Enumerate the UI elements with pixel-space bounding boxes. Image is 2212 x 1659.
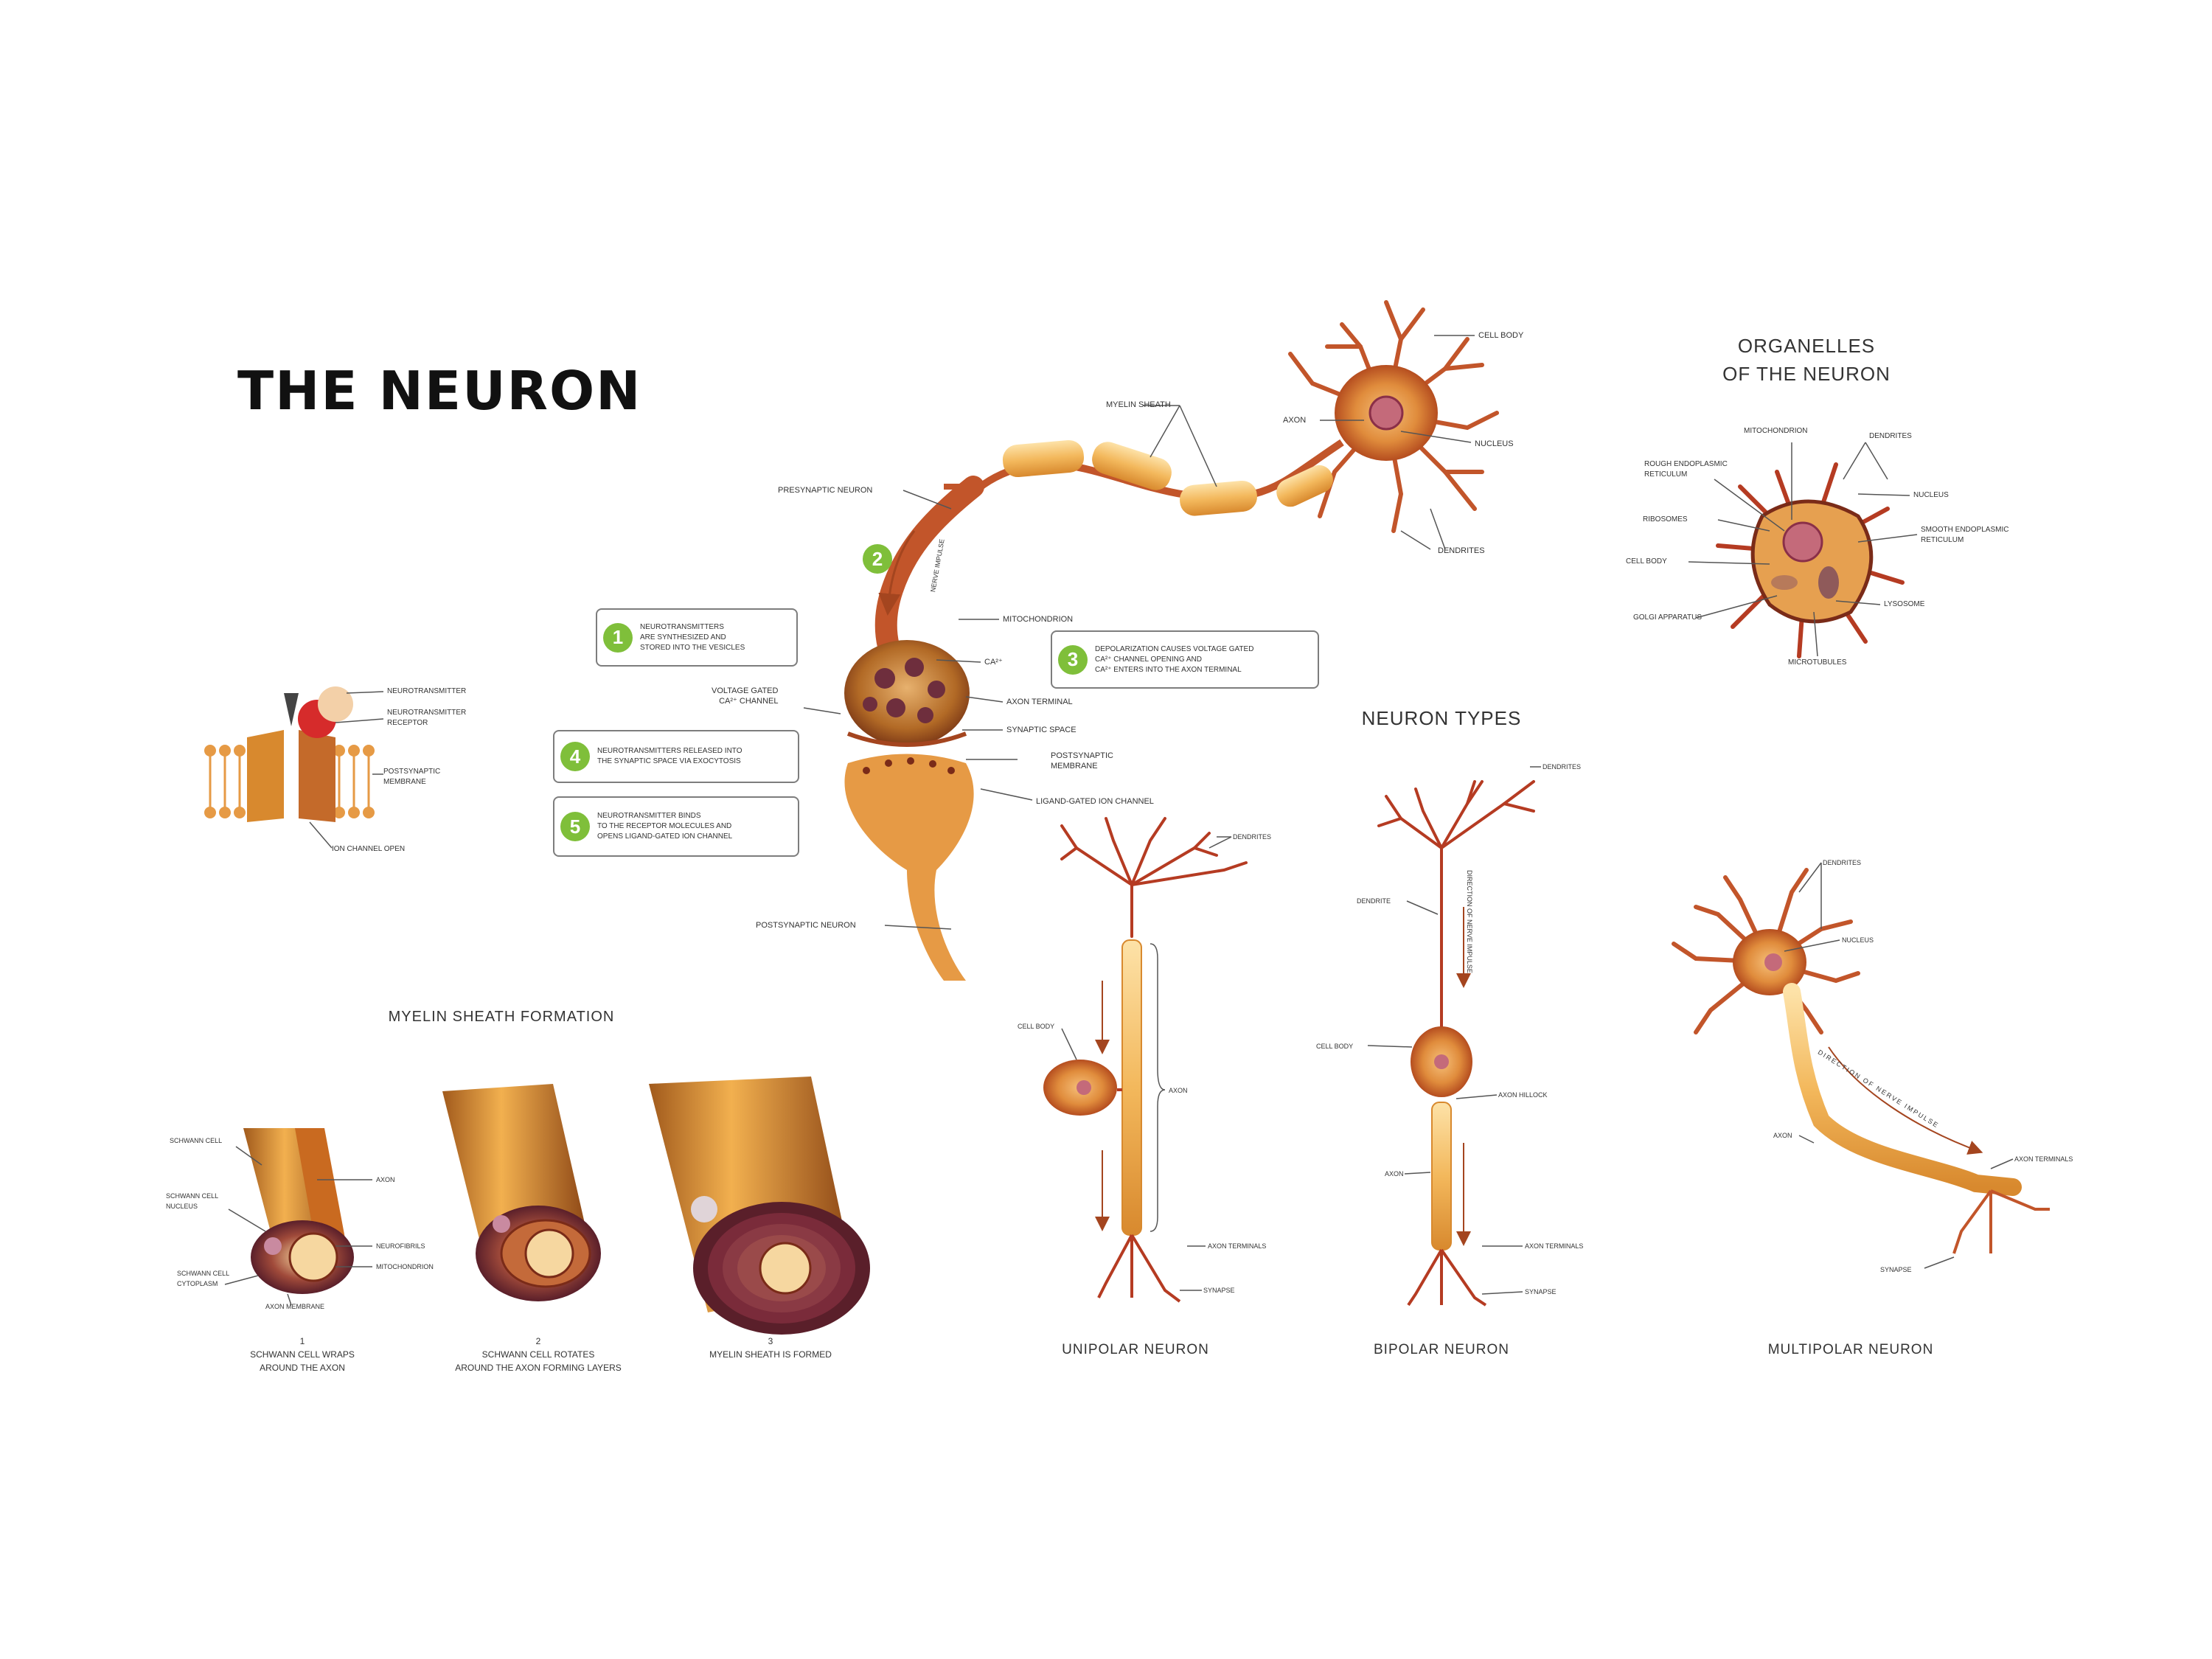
bi-dendrites: DENDRITES	[1543, 763, 1582, 771]
myelin-stage-3	[649, 1077, 870, 1335]
label-neurotransmitter: NEUROTRANSMITTER	[387, 687, 467, 695]
unipolar-neuron	[1043, 817, 1248, 1303]
bi-direction: DIRECTION OF NERVE IMPULSE	[1466, 870, 1473, 973]
step-4-text: NEUROTRANSMITTERS RELEASED INTO THE SYNA…	[597, 747, 742, 765]
multipolar-leader-lines	[1784, 862, 2014, 1269]
myelin-schwann-nucleus: SCHWANN CELL NUCLEUS	[166, 1192, 219, 1210]
label-presynaptic-neuron: PRESYNAPTIC NEURON	[778, 486, 873, 495]
label-voltage-gated: VOLTAGE GATED Ca²⁺ CHANNEL	[712, 686, 779, 706]
unipolar-leader-lines	[1061, 836, 1232, 1291]
org-lysosome: LYSOSOME	[1884, 600, 1925, 608]
org-dendrites: DENDRITES	[1869, 432, 1912, 440]
unipolar-caption: UNIPOLAR NEURON	[1062, 1342, 1209, 1357]
label-receptor: NEUROTRANSMITTER RECEPTOR	[387, 709, 467, 727]
multipolar-neuron	[1672, 868, 2050, 1254]
bipolar-neuron	[1377, 780, 1535, 1307]
step-5-box: 5 NEUROTRANSMITTER BINDS TO THE RECEPTOR…	[553, 796, 799, 857]
label-ligand-gated: LIGAND-GATED ION CHANNEL	[1036, 797, 1154, 806]
bipolar-leader-lines	[1367, 766, 1541, 1295]
org-ribosomes: RIBOSOMES	[1643, 515, 1688, 524]
label-axon: AXON	[1283, 416, 1307, 425]
step-4-box: 4 NEUROTRANSMITTERS RELEASED INTO THE SY…	[553, 730, 799, 783]
main-myelin-segments	[1002, 439, 1333, 516]
org-mitochondrion: MITOCHONDRION	[1744, 427, 1808, 435]
step-4-number: 4	[560, 742, 590, 771]
label-ion-channel-open: ION CHANNEL OPEN	[332, 845, 406, 853]
step-3-number: 3	[1058, 644, 1088, 675]
ion-channel-illustration	[204, 686, 375, 822]
main-nucleus	[1368, 395, 1404, 431]
myelin-mitochondrion: MITOCHONDRION	[376, 1263, 434, 1270]
org-golgi: GOLGI APPARATUS	[1633, 613, 1702, 622]
main-leader-lines	[803, 335, 1475, 930]
step-1-text: NEUROTRANSMITTERS ARE SYNTHESIZED AND ST…	[640, 622, 745, 652]
myelin-title: MYELIN SHEATH FORMATION	[388, 1009, 615, 1025]
organelles-illustration	[1716, 462, 1905, 658]
org-nucleus: NUCLEUS	[1913, 491, 1949, 499]
label-dendrites: DENDRITES	[1438, 546, 1485, 555]
multi-synapse: SYNAPSE	[1880, 1266, 1912, 1273]
label-cell-body: CELL BODY	[1478, 331, 1524, 340]
myelin-neurofibrils: NEUROFIBRILS	[376, 1242, 425, 1250]
ion-leader-lines	[309, 691, 384, 849]
org-microtubules: MICROTUBULES	[1788, 658, 1847, 667]
uni-axon: AXON	[1169, 1087, 1188, 1094]
label-ca: Ca²⁺	[984, 658, 1003, 667]
myelin-caption-2: 2 SCHWANN CELL ROTATES AROUND THE AXON F…	[455, 1336, 622, 1373]
bi-synapse: SYNAPSE	[1525, 1288, 1557, 1295]
label-postsynaptic-membrane: POSTSYNAPTIC MEMBRANE	[1051, 751, 1113, 771]
step-1-box: 1 NEUROTRANSMITTERS ARE SYNTHESIZED AND …	[596, 608, 798, 667]
myelin-axon: AXON	[376, 1176, 395, 1183]
org-cell-body: CELL BODY	[1626, 557, 1667, 566]
neuron-types-title: NEURON TYPES	[1361, 707, 1522, 729]
step-3-box: 3 DEPOLARIZATION CAUSES VOLTAGE GATED Ca…	[1051, 630, 1319, 689]
label-nucleus: NUCLEUS	[1475, 439, 1514, 448]
bi-axon-terminals: AXON TERMINALS	[1525, 1242, 1584, 1250]
multi-dendrites: DENDRITES	[1823, 859, 1862, 866]
postsynaptic-neuron-shape	[844, 754, 974, 981]
multi-axon: AXON	[1773, 1132, 1792, 1139]
label-postsynaptic-neuron: POSTSYNAPTIC NEURON	[756, 921, 856, 930]
axon-terminal-shape	[844, 640, 970, 746]
multi-nucleus: NUCLEUS	[1842, 936, 1874, 944]
myelin-stage-2	[442, 1084, 601, 1301]
bi-cell-body: CELL BODY	[1316, 1043, 1354, 1050]
page-title: THE NEURON	[237, 360, 642, 422]
myelin-schwann-cytoplasm: SCHWANN CELL CYTOPLASM	[177, 1270, 230, 1287]
myelin-stage-1	[243, 1128, 354, 1294]
organelle-leader-lines	[1688, 442, 1918, 657]
org-smooth-er: SMOOTH ENDOPLASMIC RETICULUM	[1921, 526, 2009, 544]
label-mitochondrion: MITOCHONDRION	[1003, 615, 1074, 624]
label-synaptic-space: SYNAPTIC SPACE	[1006, 726, 1077, 734]
step-3-text: DEPOLARIZATION CAUSES VOLTAGE GATED Ca²⁺…	[1095, 644, 1254, 674]
myelin-caption-1: 1 SCHWANN CELL WRAPS AROUND THE AXON	[250, 1336, 355, 1373]
uni-dendrites: DENDRITES	[1233, 833, 1272, 841]
bi-axon-hillock: AXON HILLOCK	[1498, 1091, 1548, 1099]
uni-axon-terminals: AXON TERMINALS	[1208, 1242, 1267, 1250]
multipolar-caption: MULTIPOLAR NEURON	[1767, 1342, 1934, 1357]
step-5-text: NEUROTRANSMITTER BINDS TO THE RECEPTOR M…	[597, 812, 733, 841]
vesicles	[863, 658, 945, 723]
uni-synapse: SYNAPSE	[1203, 1287, 1235, 1294]
label-ion-membrane: POSTSYNAPTIC MEMBRANE	[383, 768, 441, 786]
organelles-title: ORGANELLES OF THE NEURON	[1722, 335, 1891, 385]
main-neuron	[844, 300, 1499, 981]
label-myelin-sheath: MYELIN SHEATH	[1106, 400, 1171, 409]
label-axon-terminal: AXON TERMINAL	[1006, 698, 1073, 706]
myelin-schwann-cell: SCHWANN CELL	[170, 1137, 223, 1144]
bi-dendrite: DENDRITE	[1357, 897, 1391, 905]
org-rough-er: ROUGH ENDOPLASMIC RETICULUM	[1644, 460, 1728, 479]
step-1-number: 1	[603, 622, 633, 653]
uni-cell-body: CELL BODY	[1018, 1023, 1055, 1030]
myelin-caption-3: 3 MYELIN SHEATH IS FORMED	[709, 1336, 832, 1360]
bi-axon: AXON	[1385, 1170, 1404, 1178]
myelin-axon-membrane: AXON MEMBRANE	[265, 1303, 325, 1310]
step-5-number: 5	[560, 812, 590, 841]
step-2-number: 2	[863, 544, 892, 574]
myelin-1-leader-lines	[224, 1146, 372, 1306]
bipolar-caption: BIPOLAR NEURON	[1374, 1342, 1509, 1357]
multi-axon-terminal: AXON TERMINALS	[2014, 1155, 2073, 1163]
